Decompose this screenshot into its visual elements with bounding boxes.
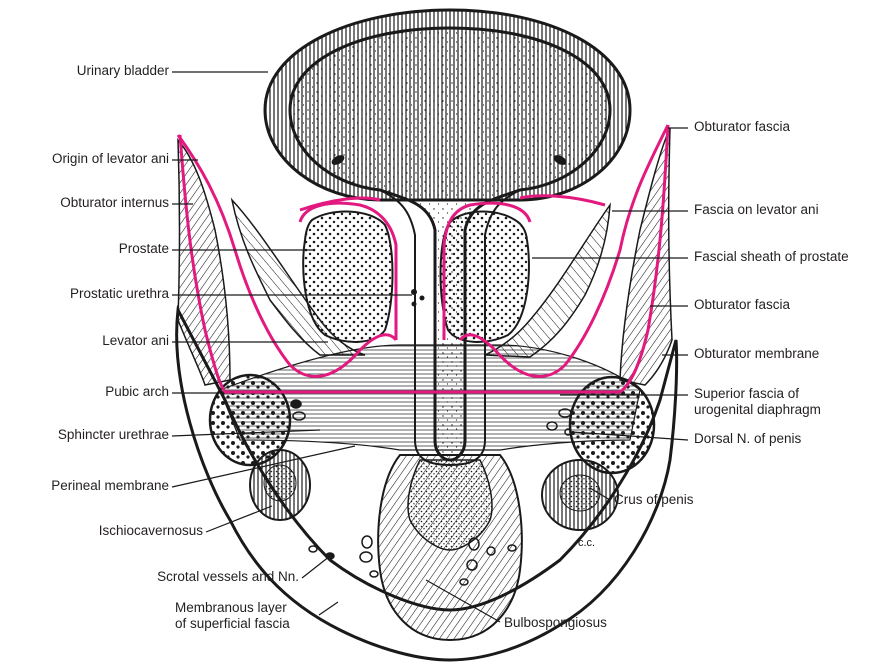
label-obturator-fascia-top: Obturator fascia [694,119,790,135]
label-scrotal-vessels: Scrotal vessels and Nn. [157,569,299,585]
label-sphincter-urethrae: Sphincter urethrae [58,427,169,443]
label-obturator-membrane: Obturator membrane [694,346,819,362]
label-obturator-fascia-mid: Obturator fascia [694,297,790,313]
label-superior-fascia-line1: Superior fascia of [694,386,821,402]
label-levator-ani: Levator ani [102,333,169,349]
label-prostatic-urethra: Prostatic urethra [70,286,169,302]
label-urinary-bladder: Urinary bladder [77,63,169,79]
label-membranous-layer: Membranous layer of superficial fascia [175,600,290,632]
label-dorsal-nerve: Dorsal N. of penis [694,431,801,447]
prostate-left [303,212,392,342]
label-membranous-layer-line1: Membranous layer [175,600,290,616]
prostate-right [441,212,529,342]
label-prostate: Prostate [119,241,169,257]
label-crus-penis: Crus of penis [614,492,694,508]
label-origin-levator-ani: Origin of levator ani [52,151,169,167]
label-superior-fascia-line2: urogenital diaphragm [694,402,821,418]
label-fascia-levator-ani: Fascia on levator ani [694,202,819,218]
label-perineal-membrane: Perineal membrane [51,478,169,494]
label-ischiocavernosus: Ischiocavernosus [99,523,203,539]
label-superior-fascia: Superior fascia of urogenital diaphragm [694,386,821,418]
label-pubic-arch: Pubic arch [105,384,169,400]
label-bulbospongiosus: Bulbospongiosus [504,615,607,631]
label-obturator-internus: Obturator internus [60,195,169,211]
artist-initials: c.c. [578,537,595,549]
label-membranous-layer-line2: of superficial fascia [175,616,290,632]
label-fascial-sheath-prostate: Fascial sheath of prostate [694,249,849,265]
